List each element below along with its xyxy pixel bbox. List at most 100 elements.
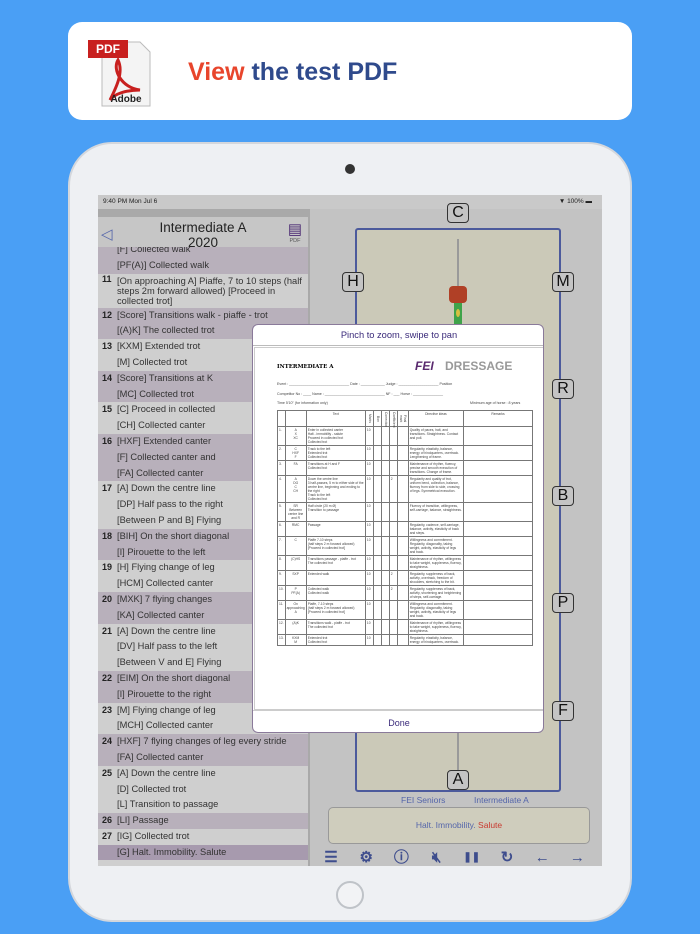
movement-text: [On approaching A] Piaffe, 7 to 10 steps… bbox=[117, 275, 302, 307]
movement-row[interactable]: [CH] Collected canter bbox=[98, 418, 308, 434]
pdf-cell bbox=[463, 475, 533, 503]
movement-text: [Between P and B] Flying bbox=[117, 514, 222, 525]
movement-row[interactable]: [D] Collected trot bbox=[98, 782, 308, 798]
pdf-cell bbox=[396, 619, 409, 635]
menu-icon[interactable]: ☰ bbox=[324, 849, 338, 866]
arena-marker-C: C bbox=[447, 203, 469, 223]
movement-number: 14 bbox=[102, 372, 113, 383]
pdf-cell: Transitions passage - piaffe - trot The … bbox=[305, 555, 366, 571]
pdf-cell bbox=[372, 570, 382, 586]
movement-row[interactable]: 21[A] Down the centre line bbox=[98, 624, 308, 640]
pdf-header-cell bbox=[284, 410, 307, 427]
back-button[interactable]: ◁ bbox=[101, 226, 113, 243]
test-label: Intermediate A bbox=[474, 795, 529, 805]
movement-row[interactable]: [MCH] Collected canter bbox=[98, 718, 308, 734]
movement-text: [D] Collected trot bbox=[117, 783, 187, 794]
pdf-cell: Maintenance of rhythm, willingness to ta… bbox=[407, 555, 465, 571]
pdf-cell bbox=[388, 600, 398, 620]
pdf-cell: 4. bbox=[277, 475, 286, 503]
movement-row[interactable]: 17[A] Down the centre line bbox=[98, 481, 308, 497]
movement-text: [HCM] Collected canter bbox=[117, 578, 214, 589]
movement-row[interactable]: 12[Score] Transitions walk - piaffe - tr… bbox=[98, 307, 308, 324]
movement-text: [Between V and E] Flying bbox=[117, 657, 222, 668]
status-bar: 9:40 PM Mon Jul 6 ▼ 100% ▬ bbox=[98, 195, 602, 209]
pdf-cell bbox=[463, 600, 533, 620]
movement-row[interactable]: [G] Halt. Immobility. Salute bbox=[98, 844, 308, 861]
pdf-title: INTERMEDIATE A bbox=[277, 364, 334, 370]
restart-icon[interactable]: ↻ bbox=[500, 849, 514, 866]
movement-row[interactable]: [DP] Half pass to the right bbox=[98, 497, 308, 513]
pdf-cell: Regularity and quality of trot, uniform … bbox=[407, 475, 465, 503]
pdf-cell: 3. bbox=[277, 460, 286, 476]
gear-icon[interactable]: ⚙ bbox=[359, 849, 373, 866]
test-year: 2020 bbox=[187, 235, 219, 250]
movement-row[interactable]: [Between V and E] Flying bbox=[98, 655, 308, 671]
pdf-cell: 13. bbox=[277, 634, 286, 646]
movement-row[interactable]: 11[On approaching A] Piaffe, 7 to 10 ste… bbox=[98, 274, 308, 308]
movement-number: 27 bbox=[102, 830, 113, 841]
movement-row[interactable]: [FA] Collected canter bbox=[98, 749, 308, 766]
pdf-cell bbox=[463, 426, 533, 446]
toolbar: ☰ ⚙ ⓘ 🔇︎ ❚❚ ↻ ← → bbox=[320, 847, 600, 866]
pdf-cell bbox=[388, 445, 398, 461]
movement-text: [(A)K] The collected trot bbox=[117, 325, 215, 336]
movement-number: 24 bbox=[102, 736, 113, 747]
movement-row[interactable]: [DV] Half pass to the left bbox=[98, 639, 308, 655]
info-icon[interactable]: ⓘ bbox=[393, 849, 409, 866]
movement-row[interactable]: [PF(A)] Collected walk bbox=[98, 257, 308, 274]
pdf-cell bbox=[463, 502, 533, 522]
pdf-cell: 10 bbox=[364, 502, 374, 522]
pdf-cell bbox=[372, 555, 382, 571]
movement-number: 13 bbox=[102, 341, 113, 352]
movement-row[interactable]: [L] Transition to passage bbox=[98, 797, 308, 813]
arrow-left-icon[interactable]: ← bbox=[534, 849, 550, 866]
battery-level: 100% bbox=[567, 198, 584, 205]
movement-row[interactable]: [F] Collected walk bbox=[98, 247, 308, 258]
home-button[interactable] bbox=[336, 881, 364, 909]
pdf-cell: Regularity, cadence, self-carriage, bala… bbox=[407, 521, 465, 537]
pdf-cell: KXM M bbox=[284, 634, 307, 646]
pdf-cell: 2. bbox=[277, 445, 286, 461]
pdf-button[interactable]: ▤PDF bbox=[284, 221, 306, 244]
movement-text: [HXF] Extended canter bbox=[117, 435, 212, 446]
pdf-header-cell: Final mark bbox=[396, 410, 409, 427]
movement-text: [H] Flying change of leg bbox=[117, 562, 215, 573]
mute-icon[interactable]: 🔇︎ bbox=[431, 849, 442, 866]
movement-row[interactable]: [M] Collected trot bbox=[98, 355, 308, 371]
movement-row[interactable]: [HCM] Collected canter bbox=[98, 576, 308, 592]
movement-text: [MCH] Collected canter bbox=[117, 720, 214, 731]
movement-number: 19 bbox=[102, 562, 113, 573]
movement-row[interactable]: [Between P and B] Flying bbox=[98, 513, 308, 529]
pdf-cell bbox=[380, 634, 390, 646]
pause-icon[interactable]: ❚❚ bbox=[463, 852, 481, 863]
pdf-cell bbox=[463, 536, 533, 556]
movement-row[interactable]: 19 [H] Flying change of leg bbox=[98, 560, 308, 576]
pdf-cell: P PF(A) bbox=[284, 585, 307, 601]
pdf-cell bbox=[372, 634, 382, 646]
pdf-cell: SXP bbox=[284, 570, 307, 586]
movement-row[interactable]: 25[A] Down the centre line bbox=[98, 766, 308, 782]
arrow-right-icon[interactable]: → bbox=[569, 849, 585, 866]
svg-text:PDF: PDF bbox=[96, 42, 120, 56]
movement-row[interactable]: 24[HXF] 7 flying changes of leg every st… bbox=[98, 734, 308, 750]
movement-row[interactable]: 13[KXM] Extended trot bbox=[98, 339, 308, 355]
pdf-cell bbox=[396, 460, 409, 476]
movement-row[interactable]: 26[LI] Passage bbox=[98, 813, 308, 829]
pdf-cell bbox=[380, 426, 390, 446]
pdf-cell bbox=[380, 502, 390, 522]
pdf-min-age: Minimum age of horse : 8 years bbox=[470, 401, 521, 405]
banner-rest: the test PDF bbox=[244, 58, 398, 86]
movement-text: [DV] Half pass to the left bbox=[117, 641, 218, 652]
done-button[interactable]: Done bbox=[253, 710, 543, 732]
pdf-cell: 8. bbox=[277, 555, 286, 571]
pdf-cell bbox=[388, 619, 398, 635]
adobe-pdf-logo: PDF Adobe bbox=[88, 40, 151, 107]
movement-row[interactable]: 27[IG] Collected trot bbox=[98, 829, 308, 845]
movement-row[interactable]: 15[C] Proceed in collected bbox=[98, 402, 308, 418]
pdf-page[interactable]: INTERMEDIATE A FEI DRESSAGE Event : ____… bbox=[254, 347, 543, 710]
movement-row[interactable]: 23[M] Flying change of leg bbox=[98, 703, 308, 719]
banner-title: View the test PDF bbox=[188, 58, 397, 87]
